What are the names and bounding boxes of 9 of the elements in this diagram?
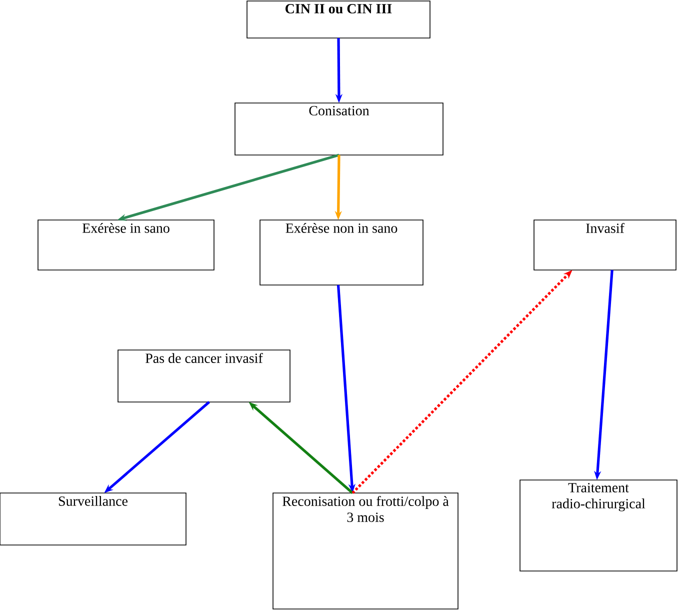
process-box: Invasif	[534, 220, 676, 270]
process-box: Exérèse in sano	[38, 220, 214, 270]
process-box: Pas de cancer invasif	[118, 350, 290, 402]
process-box: Surveillance	[0, 492, 186, 546]
process-box: Traitement radio-chirurgical	[520, 480, 678, 572]
process-box: Conisation	[234, 102, 444, 156]
process-box: Exérèse non in sano	[260, 220, 424, 286]
process-box: Reconisation ou frotti/colpo à 3 mois	[272, 492, 458, 610]
process-box: CIN II ou CIN III	[246, 0, 430, 38]
